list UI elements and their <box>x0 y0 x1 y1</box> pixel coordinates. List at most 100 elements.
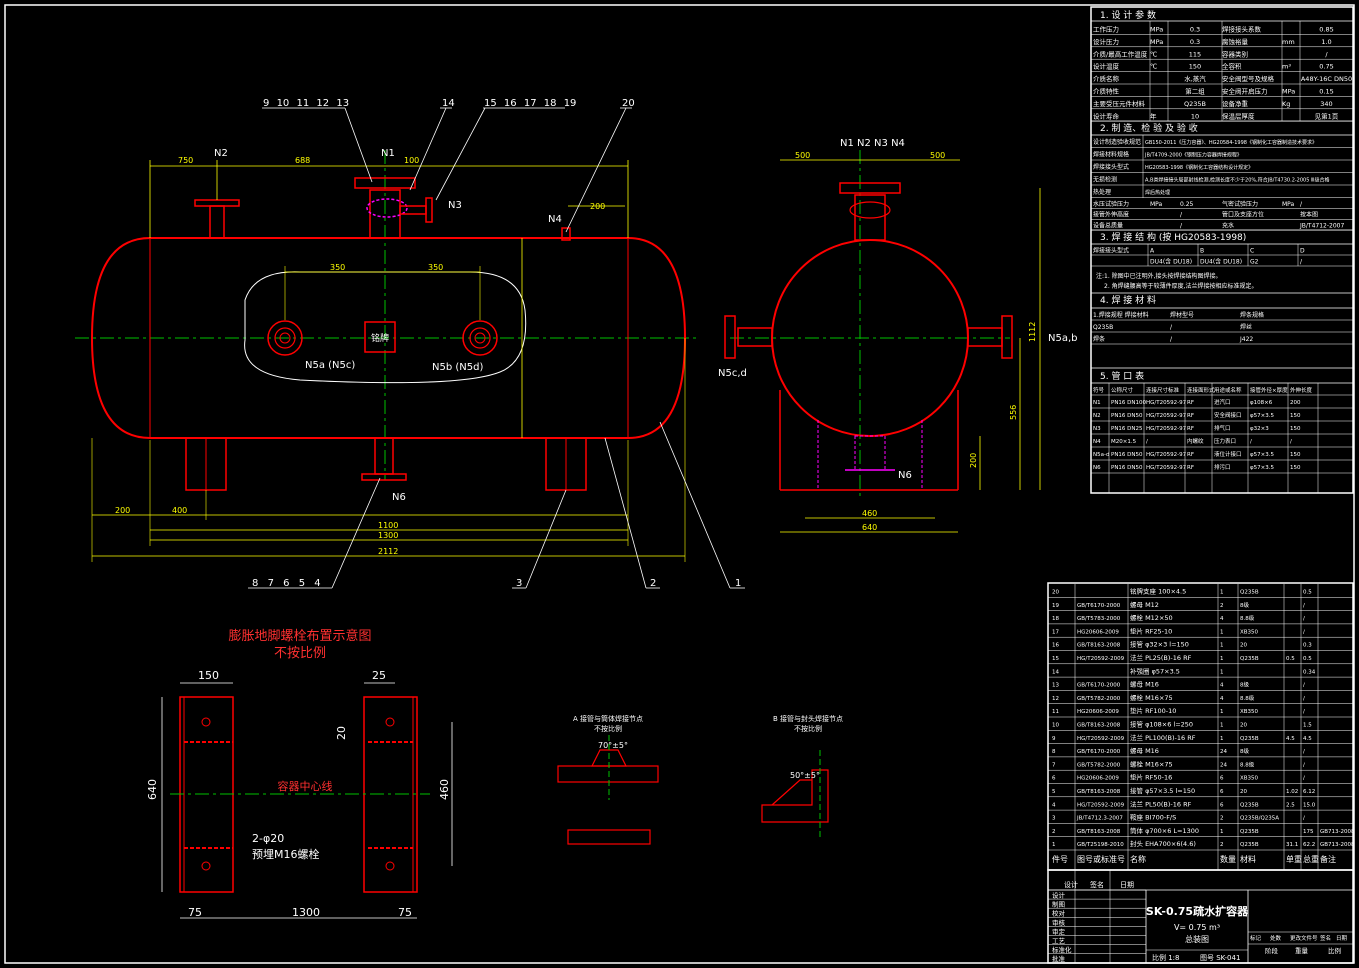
leader-10: 10 <box>277 98 290 109</box>
title-right-header: 日期 <box>1336 935 1348 942</box>
weld-cell: DU4(含 DU18) <box>1200 258 1242 266</box>
params-section2: 2. 制 造、检 验 及 验 收 <box>1100 122 1198 134</box>
param-cell: ℃ <box>1150 63 1157 71</box>
bolt-hole <box>201 717 211 727</box>
param-cell: 0.85 <box>1319 26 1333 34</box>
side-dim-556: 556 <box>1009 405 1018 420</box>
mfg-value: HG20583-1998《钢制化工容器结构设计规定》 <box>1145 164 1253 171</box>
parts-cell: 铭牌支座 100×4.5 <box>1130 587 1186 596</box>
param-cell: 设计寿命 <box>1093 111 1120 120</box>
nozzle-header-cell: 符号 <box>1093 386 1105 394</box>
parts-cell: / <box>1303 816 1305 822</box>
nozzle-cell: 200 <box>1290 400 1301 406</box>
parts-cell: 螺栓 M16×75 <box>1130 759 1173 768</box>
parts-cell: GB/T6170-2000 <box>1077 603 1121 609</box>
parts-cell: 垫片 RF50-16 <box>1130 773 1172 782</box>
params-border <box>1090 6 1354 494</box>
nozzle-n4 <box>561 227 571 241</box>
leader-top-mid-arm <box>435 107 486 201</box>
parts-cell: GB/T6170-2000 <box>1077 749 1121 755</box>
parts-cell: 螺栓 M12×50 <box>1130 613 1173 622</box>
parts-header-cell: 材料 <box>1240 854 1256 864</box>
parts-cell: 15.0 <box>1303 802 1316 808</box>
param-cell: m³ <box>1282 63 1291 71</box>
parts-cell: GB713-2008 <box>1320 829 1355 835</box>
leader-7: 7 <box>268 578 274 589</box>
parts-cell: 19 <box>1052 603 1059 609</box>
param-cell: / <box>1325 50 1328 58</box>
parts-header-cell: 单重 <box>1286 854 1302 864</box>
mfg-value: GB150-2011《压力容器》、HG20584-1998《钢制化工容器制造技术… <box>1145 139 1317 146</box>
leader-13: 13 <box>336 98 349 109</box>
parts-cell: 4 <box>1220 616 1224 622</box>
nozzle-n2 <box>209 205 225 239</box>
parts-cell: 法兰 PL50(B)-16 RF <box>1130 799 1192 808</box>
anchor-centerline-label: 容器中心线 <box>278 779 333 793</box>
anchor-title: 膨胀地脚螺栓布置示意图 <box>228 628 371 644</box>
mfg-value: JB/T4709-2000《钢制压力容器焊接规程》 <box>1144 152 1242 159</box>
nozzle-cell: 排污口 <box>1214 463 1231 471</box>
parts-cell: / <box>1303 762 1305 768</box>
nozzle-cell: 进汽口 <box>1214 398 1231 406</box>
dim-350-left: 350 <box>330 263 345 272</box>
nozzle-cell: 压力表口 <box>1214 437 1236 445</box>
anchor-dim-25: 25 <box>372 669 386 682</box>
param-cell: 保温层厚度 <box>1222 111 1255 120</box>
nameplate <box>364 321 396 353</box>
parts-header-cell: 件号 <box>1052 854 1068 864</box>
weld-b-title: B 接管与封头焊接节点 <box>773 714 843 723</box>
parts-cell: 0.5 <box>1286 656 1295 662</box>
parts-cell: JB/T4712.3-2007 <box>1076 816 1123 822</box>
weld-cell: B <box>1200 248 1204 255</box>
material-rows: 1.焊接规程 焊接材料焊材型号焊条规格Q235B/焊丝焊条/J422 <box>1091 311 1353 345</box>
parts-cell: 0.5 <box>1303 656 1312 662</box>
material-cell: / <box>1170 336 1173 343</box>
param-cell: 主要受压元件材料 <box>1093 99 1146 108</box>
parts-cell: / <box>1303 629 1305 635</box>
material-cell: 焊丝 <box>1240 323 1252 331</box>
leader-20-label: 20 <box>622 98 635 109</box>
parts-cell: 0.34 <box>1303 669 1316 675</box>
nozzle-cell: RF <box>1187 413 1194 419</box>
nozzle-cell: φ32×3 <box>1250 426 1269 432</box>
side-dim-200: 200 <box>969 453 978 468</box>
material-cell: 焊条规格 <box>1240 311 1264 319</box>
param-cell: 全容积 <box>1222 62 1242 71</box>
parts-cell: 14 <box>1052 669 1059 675</box>
side-view: N1 N2 N3 N4 N5c,d N5a,b N6 500 500 460 6… <box>718 138 1078 533</box>
side-label-n5ab: N5a,b <box>1048 333 1078 344</box>
test-cell: 设备总质量 <box>1093 221 1123 229</box>
material-cell: / <box>1170 324 1173 331</box>
weld-a-subtitle: 不按比例 <box>594 724 622 733</box>
mfg-label: 无损检测 <box>1093 176 1117 184</box>
param-cell: 1.0 <box>1321 38 1331 46</box>
parts-cell: 1 <box>1220 709 1224 715</box>
weld-a-bevel <box>591 749 627 767</box>
leader-9: 9 <box>263 98 269 109</box>
param-cell: 设计压力 <box>1093 37 1119 46</box>
nozzle-cell: φ108×6 <box>1250 400 1273 406</box>
parts-header-cell: 总重 <box>1303 854 1319 864</box>
title-role: 审核 <box>1052 918 1066 927</box>
parts-cell: 4 <box>1220 696 1224 702</box>
parts-cell: 9 <box>1052 736 1056 742</box>
parts-cell: 垫片 RF100-10 <box>1130 706 1176 715</box>
side-dim-640: 640 <box>862 523 877 532</box>
parts-cell: Q235B/Q235A <box>1240 816 1279 822</box>
nozzle-cell: N6 <box>1093 465 1101 471</box>
nozzle-n5a <box>267 320 303 356</box>
nozzle-cell: RF <box>1187 400 1194 406</box>
nozzle-cell: φ57×3.5 <box>1250 465 1274 471</box>
parts-cell: / <box>1303 683 1305 689</box>
side-left-flange <box>724 315 736 359</box>
leader-3-arm <box>525 489 567 589</box>
nozzle-cell: M20×1.5 <box>1111 439 1137 445</box>
label-n6: N6 <box>392 492 406 503</box>
dim-200: 200 <box>590 202 605 211</box>
dim-400: 400 <box>172 506 187 515</box>
